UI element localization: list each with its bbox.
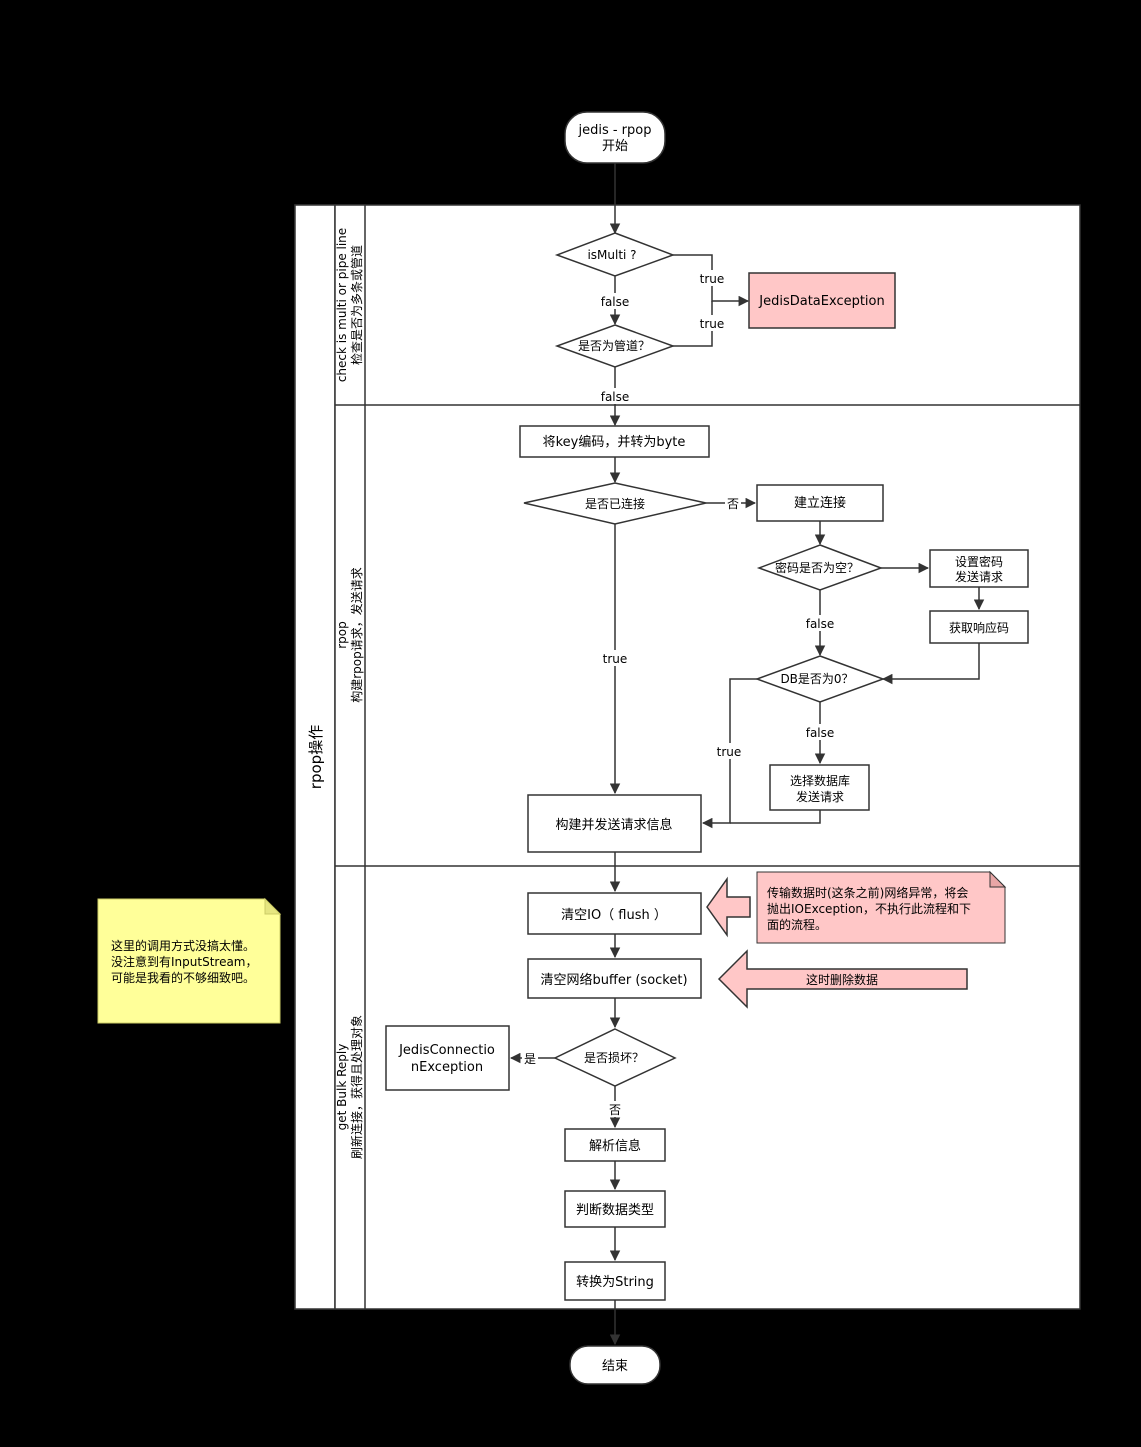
callout-arrow-io — [706, 876, 751, 938]
clear-buffer-node[interactable] — [527, 958, 702, 999]
connect-node[interactable] — [756, 484, 884, 522]
note-line: 这里的调用方式没搞太懂。 — [111, 938, 255, 953]
is-connected-label: 是否已连接 — [585, 496, 645, 511]
is-broken-decision[interactable] — [553, 1028, 677, 1087]
edge-label-connected-no: 否 — [727, 497, 739, 511]
lane-title-line1: get Bulk Reply — [335, 1044, 349, 1131]
is-pipe-label: 是否为管道？ — [578, 338, 650, 353]
nodes: jedis - rpop 开始 isMulti ? JedisDataExcep… — [385, 111, 1029, 1385]
connect-label: 建立连接 — [794, 495, 846, 511]
callout-io-line: 传输数据时(这条之前)网络异常，将会 — [767, 885, 968, 900]
edge-label-pipe-false: false — [601, 390, 630, 404]
sticky-note: 这里的调用方式没搞太懂。 没注意到有InputStream， 可能是我看的不够细… — [97, 897, 282, 1024]
edge-label-pipe-true: true — [700, 317, 725, 331]
build-send-node[interactable] — [527, 794, 702, 853]
flush-io-label: 清空IO（ flush ） — [561, 908, 667, 923]
pwd-empty-label: 密码是否为空？ — [775, 560, 859, 575]
edge-getresp-db — [881, 643, 980, 685]
lane-title-line1: check is multi or pipe line — [335, 228, 349, 382]
callout-delete-data: 这时删除数据 — [717, 949, 968, 1009]
start-label: jedis - rpop — [577, 123, 651, 138]
to-string-node[interactable] — [564, 1261, 666, 1301]
callout-io-line: 面的流程。 — [767, 917, 827, 932]
note-line: 没注意到有InputStream， — [111, 954, 258, 969]
db-zero-decision[interactable] — [754, 655, 886, 703]
get-resp-node[interactable] — [929, 610, 1029, 644]
is-multi-decision[interactable] — [554, 232, 676, 277]
jedis-conn-exception-node[interactable] — [385, 1025, 510, 1091]
encode-key-node[interactable] — [519, 425, 710, 458]
select-db-node[interactable] — [769, 764, 870, 811]
note-line: 可能是我看的不够细致吧。 — [111, 970, 255, 985]
callout-io-line: 抛出IOException，不执行此流程和下 — [767, 901, 971, 916]
edge-label-broken-yes: 是 — [524, 1052, 536, 1066]
db-zero-label: DB是否为0？ — [780, 672, 853, 686]
is-broken-label: 是否损坏？ — [584, 1051, 644, 1065]
is-connected-decision[interactable] — [523, 482, 707, 525]
end-node[interactable] — [569, 1345, 661, 1385]
is-multi-label: isMulti ? — [587, 248, 636, 262]
flush-io-node[interactable] — [527, 892, 702, 935]
edge-label-db-true: true — [717, 745, 742, 759]
pwd-empty-decision[interactable] — [756, 544, 884, 591]
note-fold — [264, 897, 282, 915]
judge-type-label: 判断数据类型 — [576, 1203, 654, 1218]
callout-box-io — [756, 871, 1006, 944]
edge-label-db-false: false — [806, 726, 835, 740]
set-pwd-label: 发送请求 — [955, 569, 1003, 584]
edge-label-multi-true: true — [700, 272, 725, 286]
lane-title-line2: 刷新连接，获得且处理对象 — [349, 1015, 364, 1159]
edge-label-multi-false: false — [601, 295, 630, 309]
set-pwd-node[interactable] — [929, 549, 1029, 588]
pool: rpop操作 check is multi or pipe line 检查是否为… — [294, 204, 1081, 1310]
lane-title-rpop: rpop 构建rpop请求，发送请求 — [335, 567, 364, 703]
edge-label-pwd-false: false — [806, 617, 835, 631]
lane-title-reply: get Bulk Reply 刷新连接，获得且处理对象 — [335, 1015, 364, 1159]
note-paper — [97, 898, 281, 1024]
callout-arrow-delete — [717, 949, 968, 1009]
is-pipe-decision[interactable] — [554, 324, 676, 368]
edge-label-connected-true: true — [603, 652, 628, 666]
lane-title-line1: rpop — [335, 621, 349, 649]
lane-title-column — [334, 204, 366, 1310]
start-label: 开始 — [602, 139, 628, 154]
lane-title-line2: 构建rpop请求，发送请求 — [349, 567, 364, 703]
jedis-data-exception-label: JedisDataException — [758, 294, 885, 309]
get-resp-label: 获取响应码 — [949, 620, 1009, 635]
build-send-label: 构建并发送请求信息 — [555, 817, 672, 833]
pool-title-column — [294, 204, 336, 1310]
encode-key-label: 将key编码，并转为byte — [543, 435, 686, 450]
lane-title-check: check is multi or pipe line 检查是否为多条或管道 — [335, 228, 364, 382]
lane-title-line2: 检查是否为多条或管道 — [349, 245, 364, 365]
select-db-label: 选择数据库 — [790, 773, 850, 788]
jedis-data-exception-node[interactable] — [748, 272, 896, 329]
callout-io-exception: 传输数据时(这条之前)网络异常，将会 抛出IOException，不执行此流程和… — [706, 870, 1007, 944]
to-string-label: 转换为String — [576, 1275, 654, 1290]
start-node[interactable] — [564, 111, 666, 164]
select-db-label: 发送请求 — [796, 789, 844, 804]
clear-buffer-label: 清空网络buffer (socket) — [540, 972, 687, 988]
parse-node[interactable] — [564, 1128, 666, 1162]
edge-labels: true true false false 否 true false false… — [522, 270, 836, 1117]
set-pwd-label: 设置密码 — [955, 554, 1003, 569]
pool-title: rpop操作 — [307, 725, 325, 789]
callout-fold-io — [989, 870, 1007, 888]
callout-delete-label: 这时删除数据 — [806, 972, 878, 987]
pool-frame — [294, 204, 1081, 1310]
judge-type-node[interactable] — [564, 1190, 666, 1228]
jedis-conn-exception-label: JedisConnectio — [398, 1043, 495, 1058]
end-label: 结束 — [602, 1359, 628, 1374]
edge-label-broken-no: 否 — [609, 1103, 621, 1117]
parse-label: 解析信息 — [589, 1138, 641, 1154]
jedis-conn-exception-label: nException — [411, 1060, 483, 1075]
edge-selectdb-build — [730, 810, 821, 824]
